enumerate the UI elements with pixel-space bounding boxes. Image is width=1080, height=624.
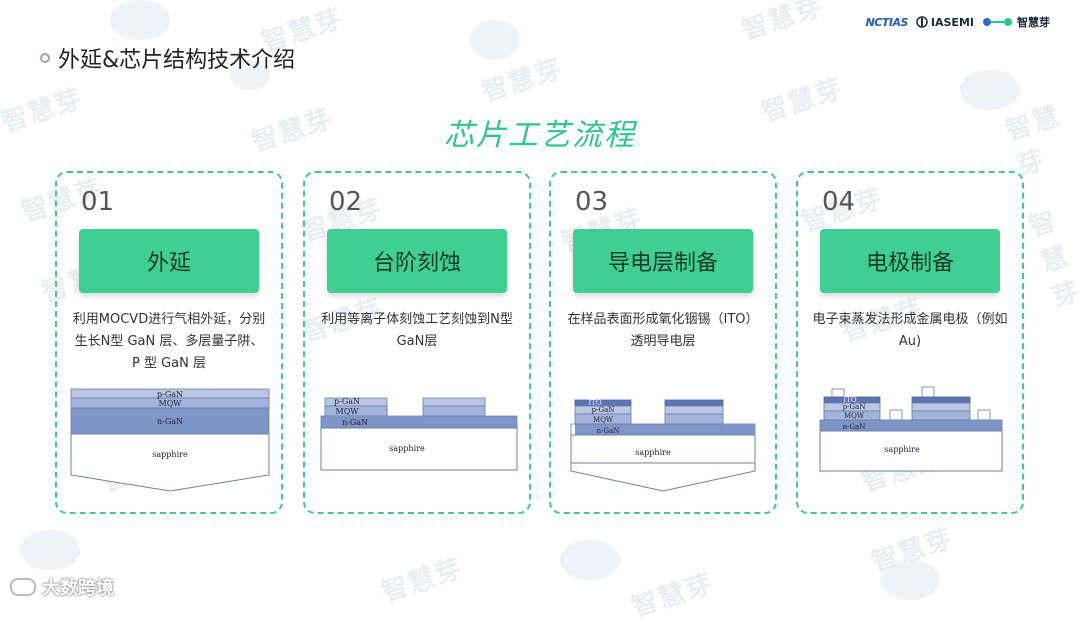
electrode-pad xyxy=(889,409,903,421)
step-description: 利用等离子体刻蚀工艺刻蚀到N型GaN层 xyxy=(321,312,513,349)
layer-label-n-gan: n-GaN xyxy=(843,423,866,431)
layer-label-sapphire: sapphire xyxy=(884,445,920,454)
watermark-text: 智慧芽 xyxy=(378,553,468,609)
electrode-structure-diagram: ITO p-GaN MQW n-GaN sapphire xyxy=(819,386,1003,472)
electrode-pad xyxy=(921,386,935,398)
watermark-text: 智慧芽 xyxy=(628,568,718,624)
layer-label-sapphire: sapphire xyxy=(635,448,671,457)
step-number: 01 xyxy=(81,187,115,217)
layer-label-ito: ITO xyxy=(843,396,856,404)
watermark-decoration xyxy=(20,530,80,570)
watermark-decoration xyxy=(470,20,520,60)
process-card-1: 01 外延 利用MOCVD进行气相外延，分别生长N型 GaN 层、多层量子阱、P… xyxy=(55,171,283,514)
step-label: 外延 xyxy=(79,229,259,293)
watermark-text: 智慧芽 xyxy=(478,53,568,109)
zhf-mark-icon xyxy=(983,18,1012,26)
ito-structure-diagram: ITO p-GaN MQW n-GaN sapphire xyxy=(570,399,756,492)
electrode-pad xyxy=(831,388,845,398)
process-card-4: 04 电极制备 电子束蒸发法形成金属电极（例如Au) ITO p-GaN MQW… xyxy=(796,171,1024,514)
step-label: 台阶刻蚀 xyxy=(327,229,507,293)
iasemi-logo-text: IASEMI xyxy=(930,15,974,29)
step-label: 导电层制备 xyxy=(573,229,753,293)
process-card-3: 03 导电层制备 在样品表面形成氧化铟锡（ITO）透明导电层 ITO p-GaN… xyxy=(549,171,777,514)
step-number: 03 xyxy=(575,187,609,217)
layer-label-ito: ITO xyxy=(588,399,601,407)
watermark-text: 智慧芽 xyxy=(868,523,958,579)
page-title: 外延&芯片结构技术介绍 xyxy=(58,48,296,73)
layer-label-p-gan: p-GaN xyxy=(843,403,866,411)
epitaxy-structure-diagram: p-GaN MQW n-GaN sapphire xyxy=(70,388,270,492)
title-bullet-icon xyxy=(40,53,50,63)
layer-label-p-gan: p-GaN xyxy=(157,390,183,399)
watermark-decoration xyxy=(960,70,1020,110)
footer-brand: 大数跨境 xyxy=(10,574,114,600)
watermark-decoration xyxy=(880,560,940,600)
layer-label-mqw: MQW xyxy=(336,407,360,416)
section-title: 芯片工艺流程 xyxy=(444,118,636,153)
watermark-decoration xyxy=(110,0,170,40)
layer-label-sapphire: sapphire xyxy=(389,444,425,453)
watermark-text: 智慧芽 xyxy=(738,0,828,47)
page-header: 外延&芯片结构技术介绍 xyxy=(40,42,295,74)
layer-label-n-gan: n-GaN xyxy=(597,427,620,435)
mesa-etch-structure-diagram: p-GaN MQW n-GaN sapphire xyxy=(320,397,518,471)
nctias-logo: NCTIAS xyxy=(865,15,909,29)
electrode-pad xyxy=(977,409,991,421)
logo-bar: NCTIAS IASEMI 智慧芽 xyxy=(866,14,1050,30)
zhf-logo: 智慧芽 xyxy=(982,14,1050,30)
brand-name: 大数跨境 xyxy=(42,578,114,599)
layer-label-p-gan: p-GaN xyxy=(592,406,615,414)
step-description: 利用MOCVD进行气相外延，分别生长N型 GaN 层、多层量子阱、P 型 GaN… xyxy=(72,312,266,371)
zhf-logo-text: 智慧芽 xyxy=(1017,16,1050,29)
watermark-decoration xyxy=(560,540,620,580)
iasemi-mark-icon xyxy=(916,16,928,28)
layer-label-sapphire: sapphire xyxy=(152,450,188,459)
layer-label-mqw: MQW xyxy=(159,399,183,408)
brand-logo-icon xyxy=(10,578,36,596)
layer-label-mqw: MQW xyxy=(593,416,614,424)
step-description: 在样品表面形成氧化铟锡（ITO）透明导电层 xyxy=(567,312,759,349)
process-card-2: 02 台阶刻蚀 利用等离子体刻蚀工艺刻蚀到N型GaN层 p-GaN MQW n-… xyxy=(303,171,531,514)
step-label: 电极制备 xyxy=(820,229,1000,293)
watermark-text: 智慧芽 xyxy=(1025,205,1080,314)
layer-label-n-gan: n-GaN xyxy=(342,418,368,427)
layer-label-p-gan: p-GaN xyxy=(334,397,360,406)
layer-label-n-gan: n-GaN xyxy=(157,417,183,426)
step-description: 电子束蒸发法形成金属电极（例如Au) xyxy=(812,312,1008,349)
layer-label-mqw: MQW xyxy=(844,412,865,420)
step-number: 04 xyxy=(822,187,856,217)
iasemi-logo: IASEMI xyxy=(916,16,974,29)
step-number: 02 xyxy=(329,187,363,217)
